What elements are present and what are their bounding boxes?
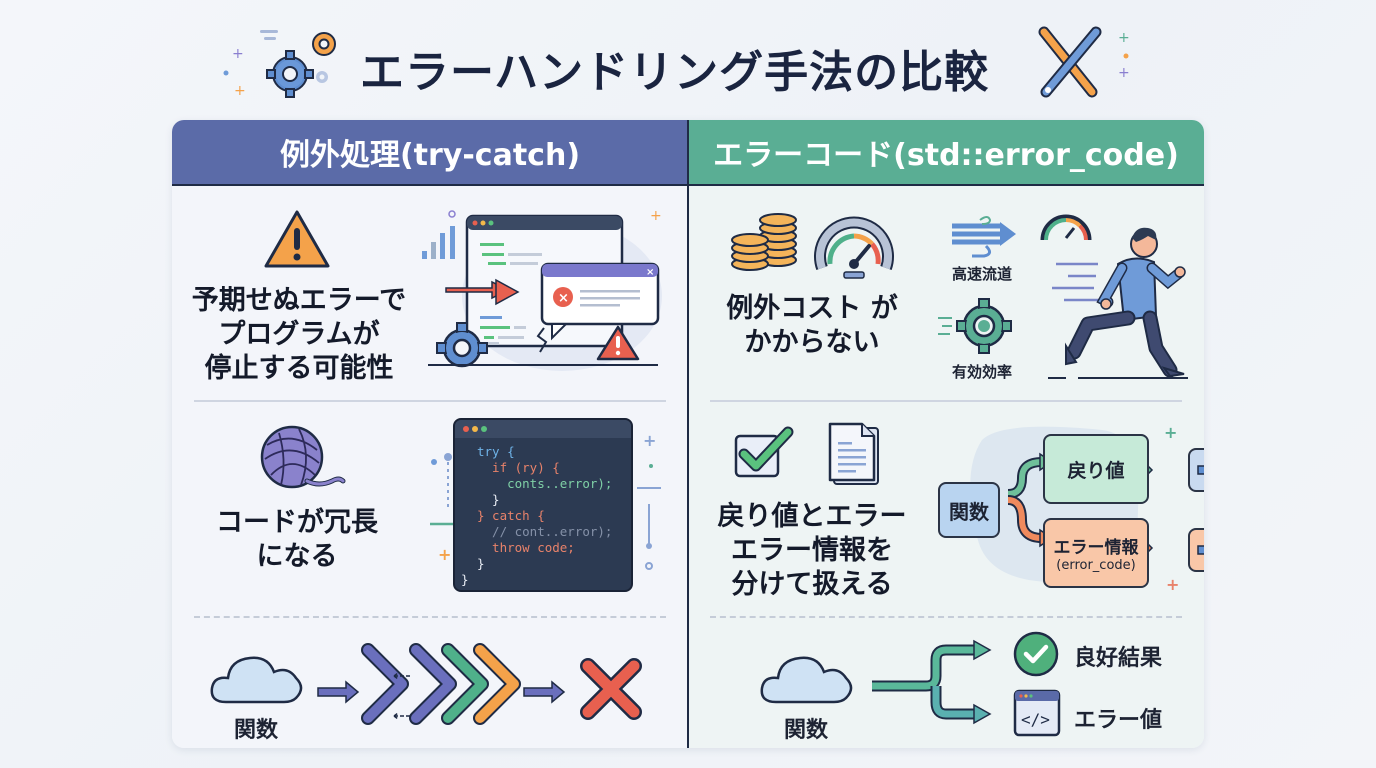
page-title: エラーハンドリング手法の比較 xyxy=(360,47,990,98)
flow-return-label: 戻り値 xyxy=(1067,459,1125,482)
coins-icon xyxy=(731,213,797,271)
good-result-label: 良好結果 xyxy=(1074,646,1163,671)
flow-error-sub-label: (error_code) xyxy=(1056,558,1136,573)
code-line: throw code; xyxy=(477,540,575,555)
comparison-table: 例外処理(try-catch) エラーコード(std::error_code) … xyxy=(172,120,1204,748)
svg-text:×: × xyxy=(558,291,569,306)
flow-return-value-box: 戻り値 xyxy=(1043,434,1149,504)
efficiency-label: 有効効率 xyxy=(952,363,1013,381)
code-line: } xyxy=(477,492,500,507)
code-line: try { xyxy=(477,444,515,459)
row-separator xyxy=(710,616,1182,618)
svg-text:</>: </> xyxy=(1021,710,1050,729)
no-exception-cost-text: 例外コスト が かからない xyxy=(726,293,898,358)
svg-text:×: × xyxy=(646,267,654,278)
cloud-icon xyxy=(210,656,303,704)
code-snippet-window: try { if (ry) { conts..error); } } catch… xyxy=(453,418,633,592)
separate-values-text: 戻り値とエラー エラー情報を 分けて扱える xyxy=(717,501,907,600)
wind-icon xyxy=(952,216,1016,258)
wrench-cross-icon: + + xyxy=(1038,26,1130,98)
runner-icon xyxy=(1048,227,1188,379)
code-line: if (ry) { xyxy=(477,460,560,475)
flow-function-label: 関数 xyxy=(949,499,989,524)
row-separator xyxy=(194,400,666,402)
code-line: } xyxy=(477,556,485,571)
check-circle-icon xyxy=(1013,631,1059,677)
code-line: } xyxy=(461,572,469,587)
code-line: conts..error); xyxy=(477,476,613,491)
svg-text:+: + xyxy=(643,431,656,450)
gauge-icon xyxy=(814,216,894,279)
return-output-box xyxy=(1188,448,1204,492)
exception-propagation-arrows xyxy=(317,643,566,725)
svg-text:+: + xyxy=(438,545,451,564)
error-value-label: エラー値 xyxy=(1074,708,1163,733)
svg-text:+: + xyxy=(1118,30,1130,46)
code-line: } catch { xyxy=(477,508,545,523)
decorative-dots: + xyxy=(430,453,456,564)
svg-text:+: + xyxy=(1118,65,1130,81)
function-label: 関数 xyxy=(234,718,279,743)
yarn-ball-icon xyxy=(260,425,346,489)
svg-text:+: + xyxy=(1164,423,1177,442)
svg-text:+: + xyxy=(234,83,246,99)
flow-error-label: エラー情報 xyxy=(1053,538,1139,558)
code-window-icon: </> xyxy=(1013,689,1061,737)
speed-label: 高速流道 xyxy=(952,265,1013,283)
title-banner: + + エラーハンドリング手法の比較 + + xyxy=(220,22,1160,108)
document-icon xyxy=(828,422,879,485)
branch-arrows xyxy=(872,639,992,725)
speed-gauge-icon xyxy=(1040,214,1092,241)
column-divider xyxy=(687,120,689,748)
flow-function-box: 関数 xyxy=(938,482,1000,538)
gears-icon: + + xyxy=(223,30,336,99)
function-label: 関数 xyxy=(784,718,829,743)
crashed-app-illustration: × × + xyxy=(422,208,662,371)
row-separator xyxy=(194,616,666,618)
svg-text:+: + xyxy=(232,46,244,62)
efficiency-gear-icon xyxy=(938,298,1012,354)
error-output-box xyxy=(1188,528,1204,572)
svg-text:+: + xyxy=(1166,575,1179,594)
warning-icon xyxy=(264,210,330,268)
cross-icon xyxy=(580,658,642,720)
arrow-right-icon xyxy=(1197,465,1204,475)
cloud-icon xyxy=(760,656,853,704)
unexpected-stop-text: 予期せぬエラーで プログラムが 停止する可能性 xyxy=(191,285,407,384)
row-separator xyxy=(710,400,1182,402)
flow-error-info-box: エラー情報 (error_code) xyxy=(1043,518,1149,588)
verbose-code-text: コードが冗長 になる xyxy=(216,507,378,572)
code-line: // cont..error); xyxy=(477,524,613,539)
try-catch-header: 例外処理(try-catch) xyxy=(172,120,688,186)
checkbox-icon xyxy=(734,426,794,478)
arrow-right-icon xyxy=(1197,545,1204,555)
decorative-dots-right: + xyxy=(637,431,661,570)
error-code-header: エラーコード(std::error_code) xyxy=(688,120,1204,186)
svg-text:+: + xyxy=(650,208,662,224)
